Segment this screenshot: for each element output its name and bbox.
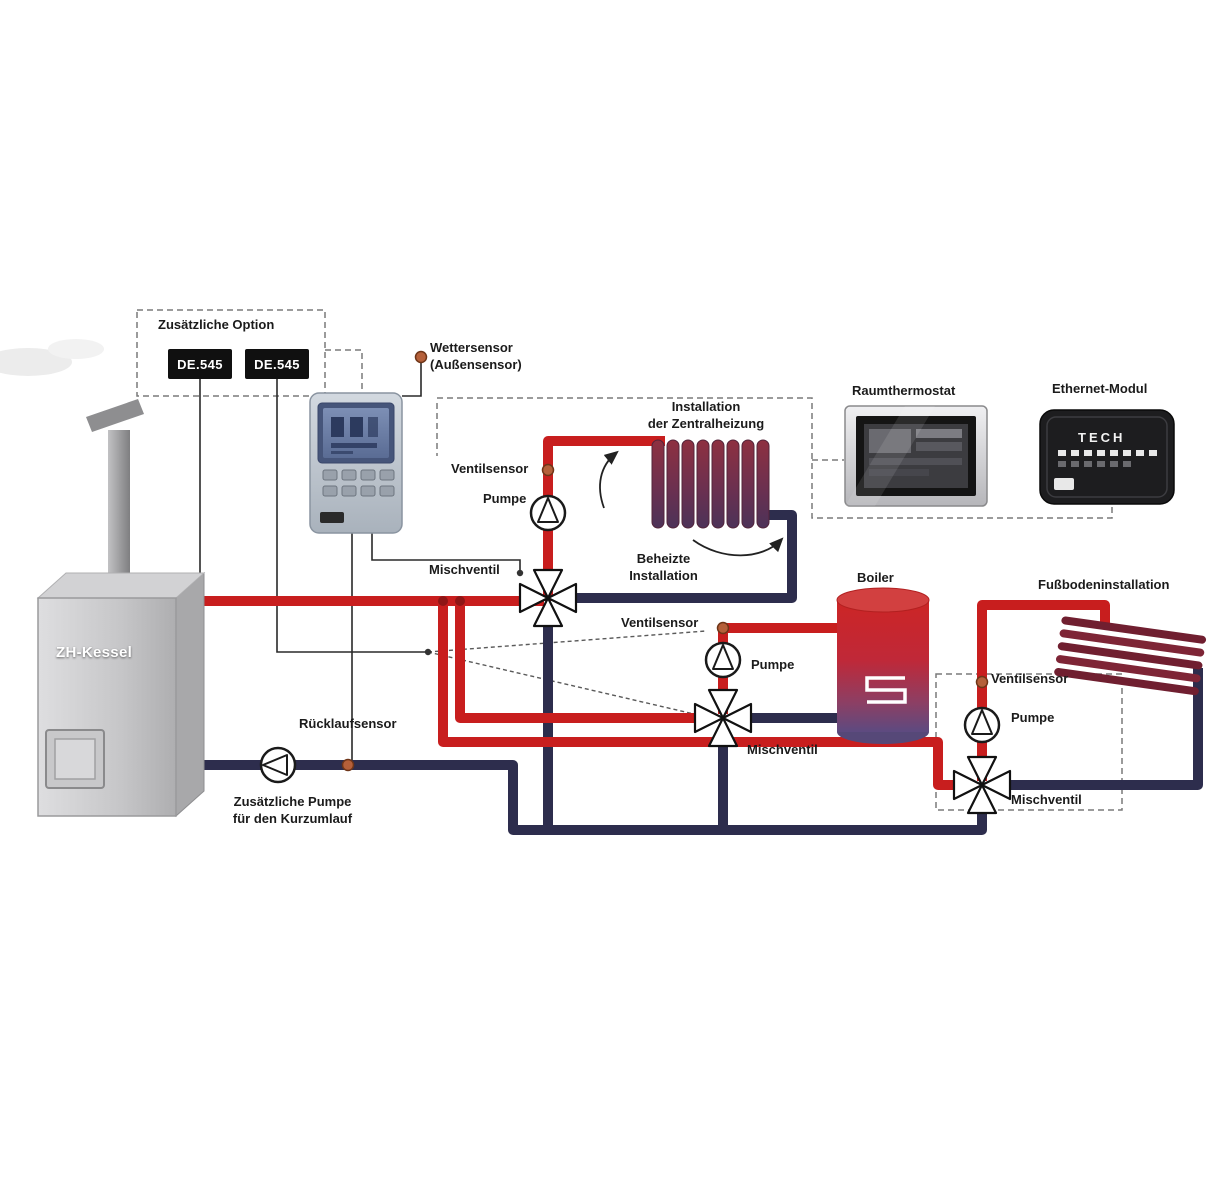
central-heating-label: Installation der Zentralheizung bbox=[616, 399, 796, 433]
pump-icon-dhw-circuit bbox=[704, 641, 742, 679]
weather-sensor-line1: Wettersensor bbox=[430, 340, 513, 355]
ethernet-brand-text: TECH bbox=[1078, 430, 1125, 445]
flow-arrows bbox=[599, 450, 784, 557]
weather-sensor-wire bbox=[402, 363, 422, 397]
additional-pump-line1: Zusätzliche Pumpe bbox=[233, 794, 352, 809]
module-b-wire bbox=[276, 378, 428, 653]
additional-pump-line2: für den Kurzumlauf bbox=[232, 810, 353, 826]
flow-arrow-loop bbox=[692, 537, 784, 557]
weather-sensor-dot bbox=[414, 350, 428, 364]
pump-icon-radiator-circuit bbox=[529, 494, 567, 532]
room-thermostat-label: Raumthermostat bbox=[852, 383, 956, 398]
pump-label-floor: Pumpe bbox=[1011, 710, 1055, 725]
mixing-valve-label-floor: Mischventil bbox=[1011, 792, 1082, 807]
return-sensor-label: Rücklaufsensor bbox=[299, 716, 397, 731]
heated-installation-label: Beheizte Installation bbox=[606, 551, 721, 585]
mixing-valve-label-radiator: Mischventil bbox=[429, 562, 500, 577]
room-thermostat-device bbox=[844, 405, 988, 507]
chimney bbox=[86, 399, 144, 582]
ethernet-module-label: Ethernet-Modul bbox=[1052, 381, 1148, 396]
smoke-puff bbox=[0, 339, 104, 376]
valve-sensor-label-radiator: Ventilsensor bbox=[451, 461, 529, 476]
controller-logo bbox=[320, 512, 344, 523]
dhw-branch-supply-pipe bbox=[455, 601, 700, 723]
ethernet-module-device: TECH bbox=[1039, 409, 1175, 505]
fan-link-to-mixing-valve bbox=[427, 651, 695, 715]
mixing-valve-icon-dhw bbox=[693, 688, 753, 748]
additional-pump-label: Zusätzliche Pumpe für den Kurzumlauf bbox=[210, 794, 375, 828]
central-heating-line1: Installation bbox=[671, 399, 741, 414]
zh-kessel-label: ZH-Kessel bbox=[56, 644, 133, 661]
dhw-tank-label: Boiler bbox=[857, 570, 894, 585]
radiator-supply-pipe bbox=[543, 436, 665, 601]
additional-option-dashed-box bbox=[136, 309, 326, 397]
pump-icon-short-circuit bbox=[259, 746, 297, 784]
sensor-dots bbox=[341, 350, 989, 772]
weather-sensor-label: Wettersensor (Außensensor) bbox=[430, 340, 522, 374]
option-to-controller-dashed-link bbox=[325, 349, 363, 392]
heated-installation-line1: Beheizte bbox=[636, 551, 691, 566]
ethernet-vents bbox=[1058, 450, 1157, 456]
return-sensor-dot bbox=[341, 758, 355, 772]
zh-kessel-boiler bbox=[36, 571, 206, 818]
valve-sensor-label-dhw: Ventilsensor bbox=[621, 615, 699, 630]
pipe-junction-nubs bbox=[438, 596, 465, 606]
ethernet-small-label bbox=[1054, 478, 1074, 490]
controller-buttons bbox=[322, 469, 395, 497]
heating-coil-icon bbox=[865, 676, 907, 704]
floor-heating-coil bbox=[1054, 616, 1207, 696]
controller-to-ethernet-dashed-link bbox=[437, 397, 1113, 519]
radiator-return-pipe bbox=[572, 510, 797, 603]
floor-return-pipe bbox=[1006, 668, 1203, 790]
valve-sensor-dot-radiator bbox=[541, 463, 555, 477]
dhw-tank bbox=[836, 587, 930, 744]
dashed-fan-lines bbox=[427, 630, 707, 715]
mixing-valve-icon-floor bbox=[952, 755, 1012, 815]
de545-module-a: DE.545 bbox=[168, 349, 232, 379]
floor-supply-pipe bbox=[977, 600, 1110, 781]
controller-valve-wire bbox=[371, 533, 521, 573]
valve-sensor-dot-floor bbox=[975, 675, 989, 689]
floor-installation-label: Fußbodeninstallation bbox=[1038, 577, 1170, 592]
valve-sensor-label-floor: Ventilsensor bbox=[991, 671, 1069, 686]
radiator bbox=[651, 439, 770, 529]
weather-sensor-line2: (Außensensor) bbox=[430, 356, 522, 372]
main-return-pipe bbox=[185, 760, 987, 835]
additional-option-label: Zusätzliche Option bbox=[158, 317, 275, 332]
pump-label-radiator: Pumpe bbox=[483, 491, 527, 506]
mixing-valve-icon-radiator bbox=[518, 568, 578, 628]
wire-junctions bbox=[196, 569, 524, 656]
supply-pipes bbox=[185, 436, 1110, 790]
flow-arrow-up bbox=[599, 450, 619, 509]
return-pipes bbox=[185, 510, 1203, 835]
controller-device bbox=[309, 392, 403, 534]
de545-module-b: DE.545 bbox=[245, 349, 309, 379]
fan-link-to-valve-sensor bbox=[427, 630, 707, 653]
pump-label-dhw: Pumpe bbox=[751, 657, 795, 672]
floor-branch-supply-pipe bbox=[438, 601, 958, 790]
heated-installation-line2: Installation bbox=[629, 567, 698, 583]
central-heating-line2: der Zentralheizung bbox=[647, 415, 765, 431]
valve-sensor-dot-dhw bbox=[716, 621, 730, 635]
mixing-valve-label-dhw: Mischventil bbox=[747, 742, 818, 757]
pump-icon-floor-circuit bbox=[963, 706, 1001, 744]
